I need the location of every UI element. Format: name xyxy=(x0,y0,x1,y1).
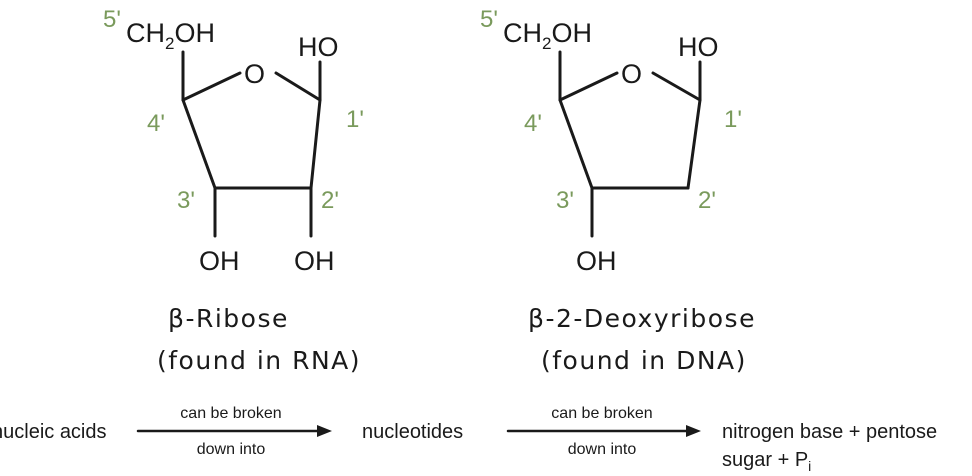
ribose-c3-hydroxyl: OH xyxy=(199,246,240,276)
flow-arrowhead-1 xyxy=(317,425,332,437)
ribose-ch2oh-label: CH2OH xyxy=(126,18,215,53)
deoxyribose-bond-o-c1 xyxy=(651,71,702,102)
ribose-bond-c1-c2 xyxy=(309,98,322,190)
ribose-position-5: 5' xyxy=(103,6,121,33)
flow-end-line-2: sugar + Pi xyxy=(722,449,811,474)
ribose-bond-o-c1 xyxy=(274,71,322,102)
flow-arrow-1-bottom: down into xyxy=(197,441,266,458)
deoxyribose-note: (found in DNA) xyxy=(541,346,747,375)
deoxyribose-position-2: 2' xyxy=(698,187,716,214)
flow-arrow-2-bottom: down into xyxy=(568,441,637,458)
deoxyribose-structure: CH2OH O HO OH 5' 4' 3' 2' 1' β-2-Deoxyri… xyxy=(480,6,756,375)
deoxyribose-ch2oh-label: CH2OH xyxy=(503,18,592,53)
ribose-structure: CH2OH O HO OH OH 5' 4' 3' 2' 1' β-Ribose… xyxy=(103,6,364,375)
ribose-position-2: 2' xyxy=(321,187,339,214)
ribose-note: (found in RNA) xyxy=(157,346,361,375)
ribose-ring-oxygen: O xyxy=(244,59,265,89)
ribose-bond-c4-c3 xyxy=(181,98,217,190)
deoxyribose-bond-c4-c3 xyxy=(558,98,594,190)
flow-end-line-1: nitrogen base + pentose xyxy=(722,421,937,443)
deoxyribose-position-1: 1' xyxy=(724,106,742,133)
deoxyribose-bond-c4-o xyxy=(558,71,619,102)
flow-start: nucleic acids xyxy=(0,421,107,443)
deoxyribose-bond-c1-c2 xyxy=(686,98,702,190)
ribose-name: β-Ribose xyxy=(168,304,289,333)
flow-middle: nucleotides xyxy=(362,421,463,443)
deoxyribose-c1-hydroxyl: HO xyxy=(678,32,719,62)
breakdown-flow: nucleic acids can be broken down into nu… xyxy=(0,405,937,474)
flow-arrow-2-top: can be broken xyxy=(551,405,652,422)
ribose-position-4: 4' xyxy=(147,110,165,137)
deoxyribose-ring-oxygen: O xyxy=(621,59,642,89)
ribose-bond-c4-o xyxy=(181,71,242,102)
ribose-c1-hydroxyl: HO xyxy=(298,32,339,62)
deoxyribose-c3-hydroxyl: OH xyxy=(576,246,617,276)
deoxyribose-position-3: 3' xyxy=(556,187,574,214)
deoxyribose-position-5: 5' xyxy=(480,6,498,33)
flow-arrowhead-2 xyxy=(686,425,701,437)
deoxyribose-position-4: 4' xyxy=(524,110,542,137)
ribose-c2-hydroxyl: OH xyxy=(294,246,335,276)
deoxyribose-name: β-2-Deoxyribose xyxy=(528,304,756,333)
ribose-position-3: 3' xyxy=(177,187,195,214)
flow-arrow-1-top: can be broken xyxy=(180,405,281,422)
ribose-position-1: 1' xyxy=(346,106,364,133)
